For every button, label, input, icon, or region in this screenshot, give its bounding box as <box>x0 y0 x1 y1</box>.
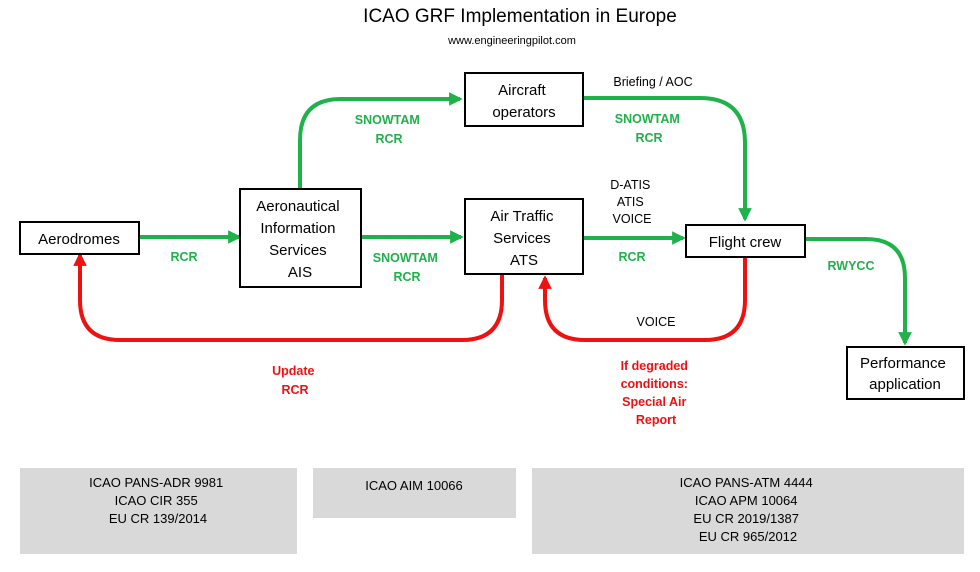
node-aerodromes <box>19 221 140 255</box>
edge-label-ats-aerodromes: Update RCR <box>272 364 318 397</box>
node-flight-crew-label: Flight crew <box>709 234 782 251</box>
reference-box-ats <box>532 468 964 554</box>
edge-label-aerodromes-ais: RCR <box>170 250 197 264</box>
edge-label-crew-ats-top: VOICE <box>637 315 676 329</box>
reference-box-ais <box>313 468 516 518</box>
arrow-ats-to-aerodromes <box>73 252 504 342</box>
node-performance-application-label: Performance application <box>860 355 950 393</box>
node-performance-application <box>846 346 965 400</box>
edge-label-ats-crew-top: D-ATIS ATIS VOICE <box>610 178 654 226</box>
node-ats-label: Air Traffic Services ATS <box>490 208 557 269</box>
arrow-operators-to-crew <box>583 96 752 222</box>
arrow-ais-to-operators <box>298 92 463 188</box>
reference-box-aerodromes <box>20 468 297 554</box>
edge-label-ais-operators: SNOWTAM RCR <box>355 113 424 146</box>
node-ais-label: Aeronautical Information Services AIS <box>256 198 344 281</box>
page-title: ICAO GRF Implementation in Europe <box>363 6 677 27</box>
edge-label-operators-crew: SNOWTAM RCR <box>615 112 684 145</box>
page-subtitle: www.engineeringpilot.com <box>447 35 576 47</box>
edge-label-crew-performance: RWYCC <box>828 259 875 273</box>
arrow-crew-to-ats <box>538 258 747 342</box>
arrow-crew-to-performance <box>806 237 912 346</box>
edge-label-crew-ats: If degraded conditions: Special Air Repo… <box>621 359 692 427</box>
node-ais <box>239 188 362 288</box>
reference-text-ais: ICAO AIM 10066 <box>365 478 463 493</box>
edge-label-ais-ats: SNOWTAM RCR <box>373 251 442 284</box>
edge-label-ats-crew: RCR <box>618 250 645 264</box>
node-flight-crew <box>685 224 806 258</box>
edge-label-operators-crew-top: Briefing / AOC <box>613 75 692 89</box>
node-aerodromes-label: Aerodromes <box>38 231 120 248</box>
reference-text-aerodromes: ICAO PANS-ADR 9981 ICAO CIR 355 EU CR 13… <box>89 475 227 526</box>
node-ats <box>464 198 584 275</box>
node-aircraft-operators <box>464 72 584 127</box>
node-aircraft-operators-label: Aircraft operators <box>492 82 555 121</box>
reference-text-ats: ICAO PANS-ATM 4444 ICAO APM 10064 EU CR … <box>680 475 817 544</box>
